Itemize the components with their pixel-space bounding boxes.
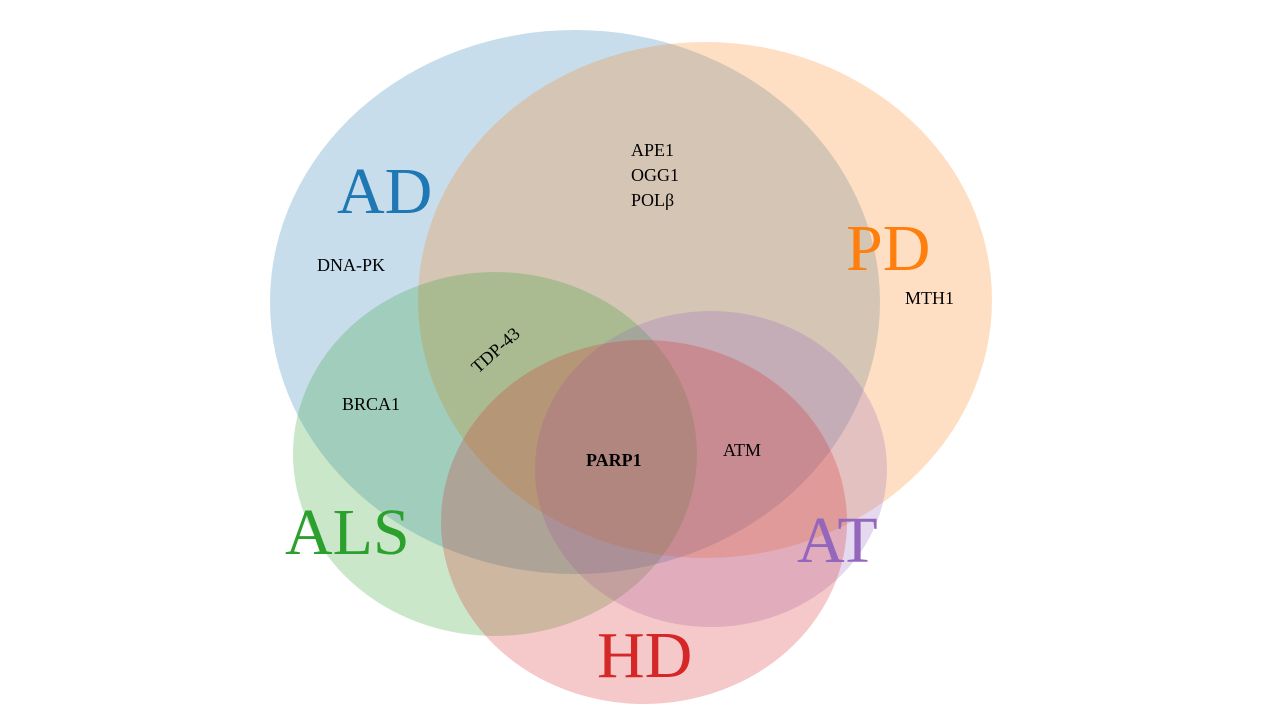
set-at-ellipse [535, 311, 887, 627]
set-hd-ellipse [441, 340, 847, 704]
set-als-ellipse [293, 272, 697, 636]
set-ad-label: AD [337, 155, 432, 228]
set-pd-label: PD [846, 212, 930, 285]
set-ad-ellipse [270, 30, 880, 574]
gene-parp1: PARP1 [586, 450, 642, 470]
set-als-label: ALS [285, 496, 410, 569]
gene-ape1: APE1 [631, 140, 674, 160]
gene-dnapk: DNA-PK [317, 255, 385, 275]
gene-atm: ATM [723, 440, 761, 460]
gene-polb: POLβ [631, 190, 674, 210]
set-hd-label: HD [597, 619, 692, 692]
gene-mth1: MTH1 [905, 288, 954, 308]
set-pd-ellipse [418, 42, 992, 558]
set-at-label: AT [797, 504, 878, 577]
gene-brca1: BRCA1 [342, 394, 400, 414]
gene-ogg1: OGG1 [631, 165, 679, 185]
